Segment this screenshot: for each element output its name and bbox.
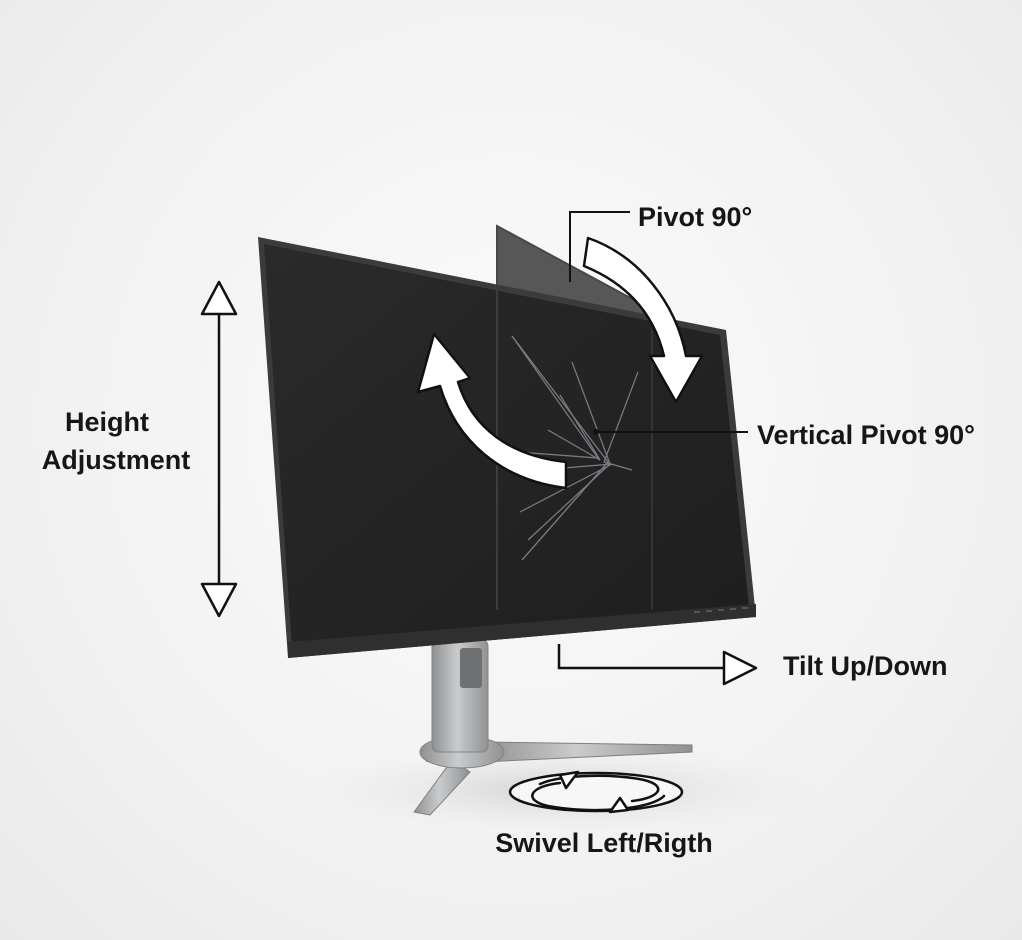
tilt-label: Tilt Up/Down (783, 651, 947, 681)
vertical-pivot-annotation: Vertical Pivot 90° (593, 420, 975, 450)
circular-rotate-icon (508, 770, 684, 814)
monitor-stand (413, 639, 693, 816)
curved-up-arrow-icon (416, 332, 568, 490)
height-label-line1: Height (65, 407, 149, 437)
vertical-pivot-label: Vertical Pivot 90° (757, 420, 975, 450)
height-label-line2: Adjustment (42, 445, 191, 475)
right-arrow-icon (557, 644, 758, 686)
pivot-leader-line (569, 211, 630, 282)
double-vertical-arrow-icon (200, 280, 238, 618)
curved-down-arrow-icon (582, 236, 704, 404)
pivot-label: Pivot 90° (638, 202, 752, 232)
swivel-label: Swivel Left/Rigth (495, 828, 713, 858)
pivot-annotation: Pivot 90° (569, 202, 752, 282)
